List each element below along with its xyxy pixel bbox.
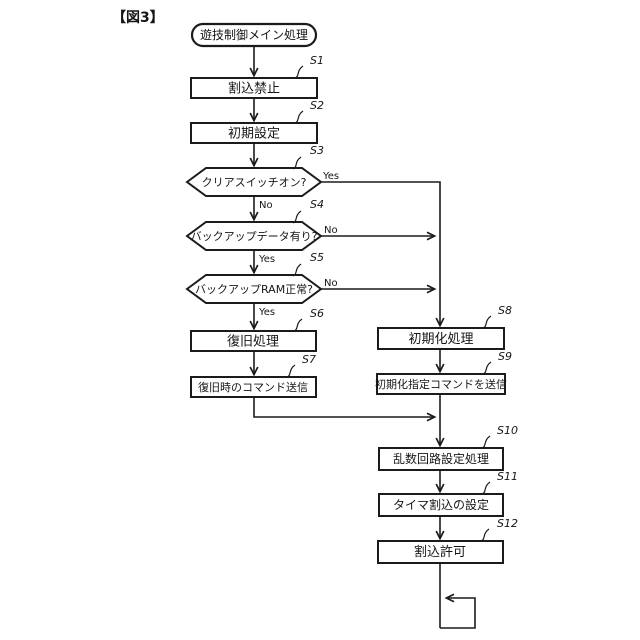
step-s2-label: 初期設定 <box>228 126 280 142</box>
branch-label-s3-no: No <box>259 200 273 211</box>
start-terminal-label: 遊技制御メイン処理 <box>200 27 308 42</box>
step-s8-process-box <box>377 327 505 350</box>
step-s5-tag-connector <box>292 263 302 277</box>
step-s4-tag-connector <box>292 210 302 224</box>
branch-label-s4-no: No <box>324 225 338 236</box>
step-s2-tag: S2 <box>310 99 324 112</box>
step-s5-label: バックアップRAM正常? <box>195 283 313 296</box>
step-s8-label: 初期化処理 <box>408 332 473 347</box>
step-s3-tag: S3 <box>310 144 324 157</box>
branch-label-s4-yes: Yes <box>258 254 275 265</box>
step-s9-tag: S9 <box>498 350 512 363</box>
step-s4-tag: S4 <box>310 198 324 211</box>
step-s8-tag: S8 <box>498 304 512 317</box>
step-s10-label: 乱数回路設定処理 <box>393 451 489 466</box>
step-s11-tag-connector <box>481 481 491 495</box>
step-s2-tag-connector <box>294 110 304 124</box>
step-s4-label: バックアップデータ有り? <box>191 229 318 243</box>
branch-label-s5-no: No <box>324 278 338 289</box>
step-s7-tag: S7 <box>302 353 316 366</box>
step-s12-tag-connector <box>480 528 490 542</box>
branch-label-s5-yes: Yes <box>258 307 275 318</box>
loop-back-square <box>440 593 476 629</box>
step-s5-tag: S5 <box>310 251 324 264</box>
step-s6-tag: S6 <box>310 307 324 320</box>
step-s6-label: 復旧処理 <box>227 334 279 350</box>
branch-s3-yes-arrow <box>321 181 445 328</box>
step-s12-tag: S12 <box>497 517 518 530</box>
step-s9-label: 初期化指定コマンドを送信 <box>375 377 507 391</box>
step-s10-tag-connector <box>481 435 491 449</box>
step-s9-process-box <box>376 373 506 395</box>
branch-label-s3-yes: Yes <box>322 171 339 182</box>
step-s12-label: 割込許可 <box>414 544 466 560</box>
step-s1-tag-connector <box>294 65 304 79</box>
step-s7-tag-connector <box>286 364 296 378</box>
figure-title: 【図3】 <box>112 10 164 26</box>
step-s3-tag-connector <box>292 156 302 170</box>
step-s10-process-box <box>378 447 504 471</box>
step-s1-tag: S1 <box>310 54 324 67</box>
step-s11-tag: S11 <box>497 470 518 483</box>
step-s9-tag-connector <box>482 361 492 375</box>
step-s11-process-box <box>378 493 504 517</box>
step-s10-tag: S10 <box>497 424 518 437</box>
flow-merge-s7-arrow <box>253 397 437 422</box>
step-s8-tag-connector <box>482 315 492 329</box>
step-s7-label: 復旧時のコマンド送信 <box>198 380 308 394</box>
step-s6-tag-connector <box>293 318 303 332</box>
step-s3-label: クリアスイッチオン? <box>202 176 307 189</box>
step-s1-label: 割込禁止 <box>228 81 280 97</box>
step-s11-label: タイマ割込の設定 <box>393 497 489 512</box>
